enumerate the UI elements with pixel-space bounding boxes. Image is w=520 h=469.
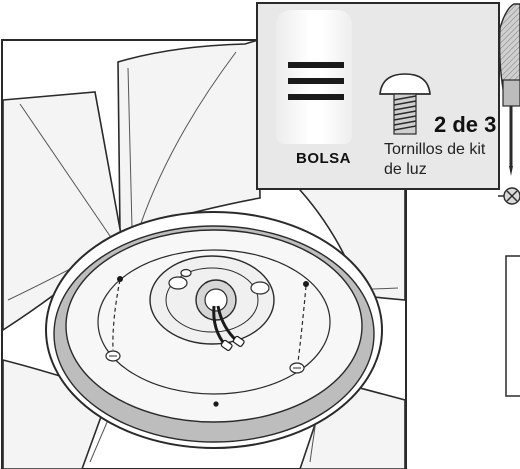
screw-icon — [379, 73, 431, 135]
light-kit-screw-right — [289, 362, 305, 374]
screw-hole-front — [213, 401, 219, 407]
screw-guide-lines — [112, 279, 307, 363]
bag-label: BOLSA — [296, 150, 351, 167]
screw-hole-left — [117, 276, 123, 282]
wire-connector-icon — [220, 335, 245, 351]
screw-head-icon — [503, 187, 520, 205]
screwdriver-icon — [498, 3, 520, 176]
light-kit-screw-left — [105, 350, 121, 362]
parts-bag-icon — [276, 10, 352, 144]
center-hub-opening — [204, 288, 228, 312]
bag-stripe — [288, 78, 344, 84]
screw-description: Tornillos de kit de luz — [384, 141, 486, 178]
screw-quantity: 2 de 3 — [434, 112, 497, 137]
housing-inner-lip — [97, 249, 331, 395]
parts-callout: BOLSA 2 de 3 Tornillos de kit de luz — [256, 2, 500, 190]
keyhole-slots — [168, 268, 270, 295]
bag-stripe — [288, 62, 344, 68]
mounting-plate-inner — [165, 267, 259, 333]
adjacent-panel — [498, 195, 520, 397]
screw-hole-right — [303, 281, 309, 287]
bag-stripe — [288, 94, 344, 100]
